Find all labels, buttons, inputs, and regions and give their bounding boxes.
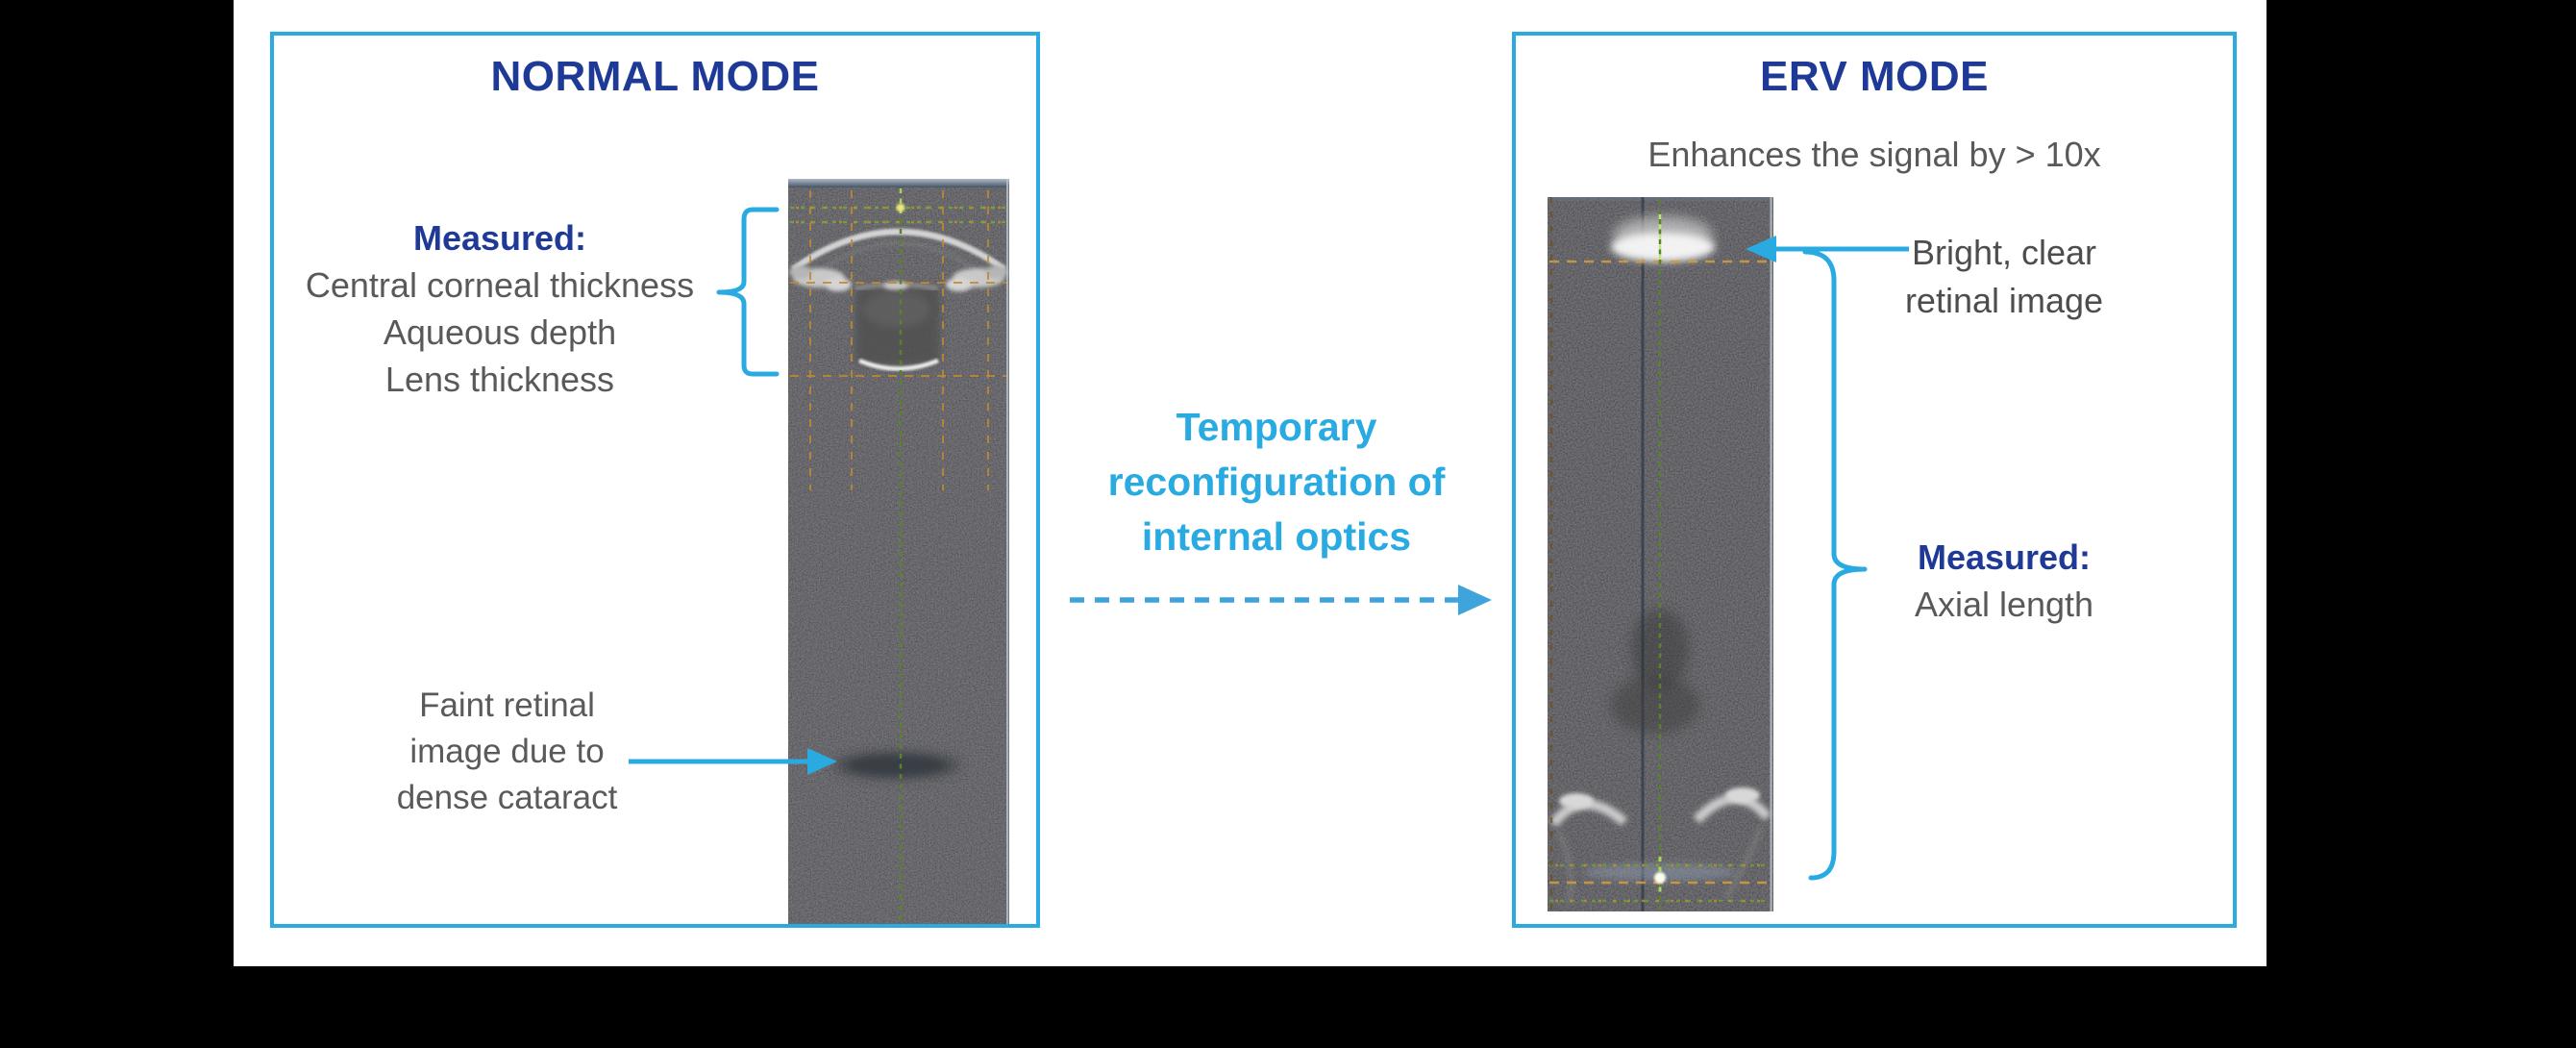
scan-edge-line <box>1006 179 1009 924</box>
scan-top-strip <box>788 179 1009 187</box>
cornea-arc <box>791 228 1006 281</box>
measured-item: Aqueous depth <box>383 312 617 352</box>
lens-structure <box>855 281 940 371</box>
curly-brace-right-icon <box>1802 249 1868 881</box>
left-arrow-icon <box>1746 236 1909 262</box>
oct-scan-erv-image <box>1548 197 1773 911</box>
scan-edge-line <box>1770 197 1772 911</box>
annotation-line: Faint retinal <box>419 686 595 724</box>
dashed-arrow-icon <box>1070 585 1492 615</box>
caption-line: reconfiguration of <box>1107 460 1446 504</box>
measured-item: Lens thickness <box>384 360 615 399</box>
faint-lens-echo <box>1611 609 1699 734</box>
normal-mode-title: NORMAL MODE <box>490 53 820 100</box>
right-arrow-icon <box>629 748 837 775</box>
middle-caption: Temporary reconfiguration of internal op… <box>1084 400 1469 564</box>
faint-retina-smudge <box>833 752 960 779</box>
erv-subtitle: Enhances the signal by > 10x <box>1647 135 2101 174</box>
measured-item: Axial length <box>1914 585 2094 624</box>
measured-block-right: Measured: Axial length <box>1879 535 2129 628</box>
faint-retina-annotation: Faint retinal image due to dense catarac… <box>380 683 634 821</box>
scleral-arcs <box>1549 787 1771 905</box>
oct-scan-normal-image <box>788 179 1009 924</box>
erv-mode-title: ERV MODE <box>1760 53 1989 100</box>
measured-block-left: Measured: Central corneal thickness Aque… <box>288 215 711 403</box>
bright-retina-annotation: Bright, clear retinal image <box>1879 229 2129 325</box>
curly-brace-left-icon <box>716 207 780 377</box>
annotation-line: image due to <box>409 733 605 770</box>
caption-line: internal optics <box>1141 514 1412 559</box>
annotation-line: retinal image <box>1904 281 2104 320</box>
measured-item: Central corneal thickness <box>305 265 695 305</box>
grid-lines <box>790 188 1007 921</box>
measured-label-left: Measured: <box>412 218 587 258</box>
annotation-line: dense cataract <box>396 779 618 816</box>
grid-lines <box>1549 199 1771 910</box>
caption-line: Temporary <box>1176 405 1377 449</box>
bright-retina-blob <box>1611 216 1715 262</box>
annotation-line: Bright, clear <box>1911 233 2097 272</box>
measured-label-right: Measured: <box>1917 537 2092 577</box>
